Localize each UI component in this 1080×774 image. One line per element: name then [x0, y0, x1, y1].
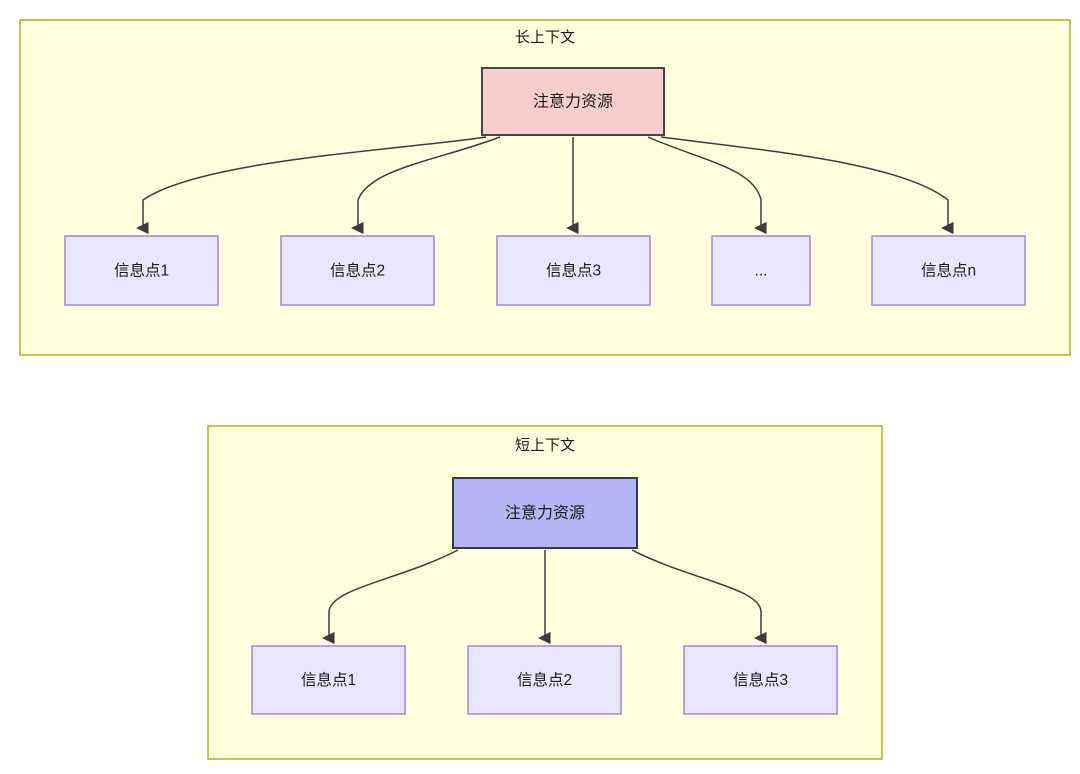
node-box-info-point-1-short[interactable]: [251, 645, 406, 715]
node-info-point-3-long[interactable]: 信息点3: [496, 235, 651, 306]
group-title-short-context: 短上下文: [515, 437, 575, 454]
node-info-point-n-long[interactable]: 信息点n: [871, 235, 1026, 306]
node-label-info-point-3-short: 信息点3: [733, 671, 788, 689]
edges-short-context: [321, 549, 767, 645]
node-label-info-point-2-long: 信息点2: [330, 262, 385, 280]
node-label-attention-resource-long: 注意力资源: [533, 92, 613, 111]
node-info-point-ellipsis-long[interactable]: ...: [711, 235, 811, 306]
node-box-info-point-n-long[interactable]: [871, 235, 1026, 306]
node-label-info-point-1-long: 信息点1: [114, 262, 169, 280]
node-box-attention-resource-long[interactable]: [481, 67, 665, 136]
group-title-long-context: 长上下文: [515, 29, 575, 46]
node-label-info-point-2-short: 信息点2: [517, 671, 572, 689]
group-short-context: 短上下文 注意力资源 信息点1 信息点2 信息点3: [207, 425, 883, 760]
node-box-attention-resource-short[interactable]: [452, 477, 638, 549]
edges-long-context: [135, 136, 954, 235]
edge-root-to-leaf-n: [660, 136, 954, 235]
node-box-info-point-2-short[interactable]: [467, 645, 622, 715]
node-box-info-point-3-short[interactable]: [683, 645, 838, 715]
node-info-point-1-long[interactable]: 信息点1: [64, 235, 219, 306]
node-label-info-point-1-short: 信息点1: [301, 671, 356, 689]
node-attention-resource-short[interactable]: 注意力资源: [452, 477, 638, 549]
node-info-point-2-long[interactable]: 信息点2: [280, 235, 435, 306]
node-label-info-point-3-long: 信息点3: [546, 262, 601, 280]
edge-root-to-leaf-2: [350, 136, 501, 235]
node-info-point-1-short[interactable]: 信息点1: [251, 645, 406, 715]
group-long-context: 长上下文 注意力资源 信息点1 信息点2: [19, 19, 1071, 356]
node-label-info-point-ellipsis-long: ...: [755, 263, 768, 280]
node-info-point-3-short[interactable]: 信息点3: [683, 645, 838, 715]
edge-root-to-leaf-1-short: [321, 549, 459, 645]
node-attention-resource-long[interactable]: 注意力资源: [481, 67, 665, 136]
edge-root-to-leaf-3-short: [631, 549, 767, 645]
node-info-point-2-short[interactable]: 信息点2: [467, 645, 622, 715]
edge-root-to-leaf-1: [135, 136, 487, 235]
node-label-attention-resource-short: 注意力资源: [505, 503, 585, 522]
edge-root-to-leaf-ellipsis: [647, 136, 767, 235]
node-label-info-point-n-long: 信息点n: [921, 262, 976, 280]
node-box-info-point-2-long[interactable]: [280, 235, 435, 306]
node-box-info-point-1-long[interactable]: [64, 235, 219, 306]
node-box-info-point-3-long[interactable]: [496, 235, 651, 306]
node-box-info-point-ellipsis-long[interactable]: [711, 235, 811, 306]
